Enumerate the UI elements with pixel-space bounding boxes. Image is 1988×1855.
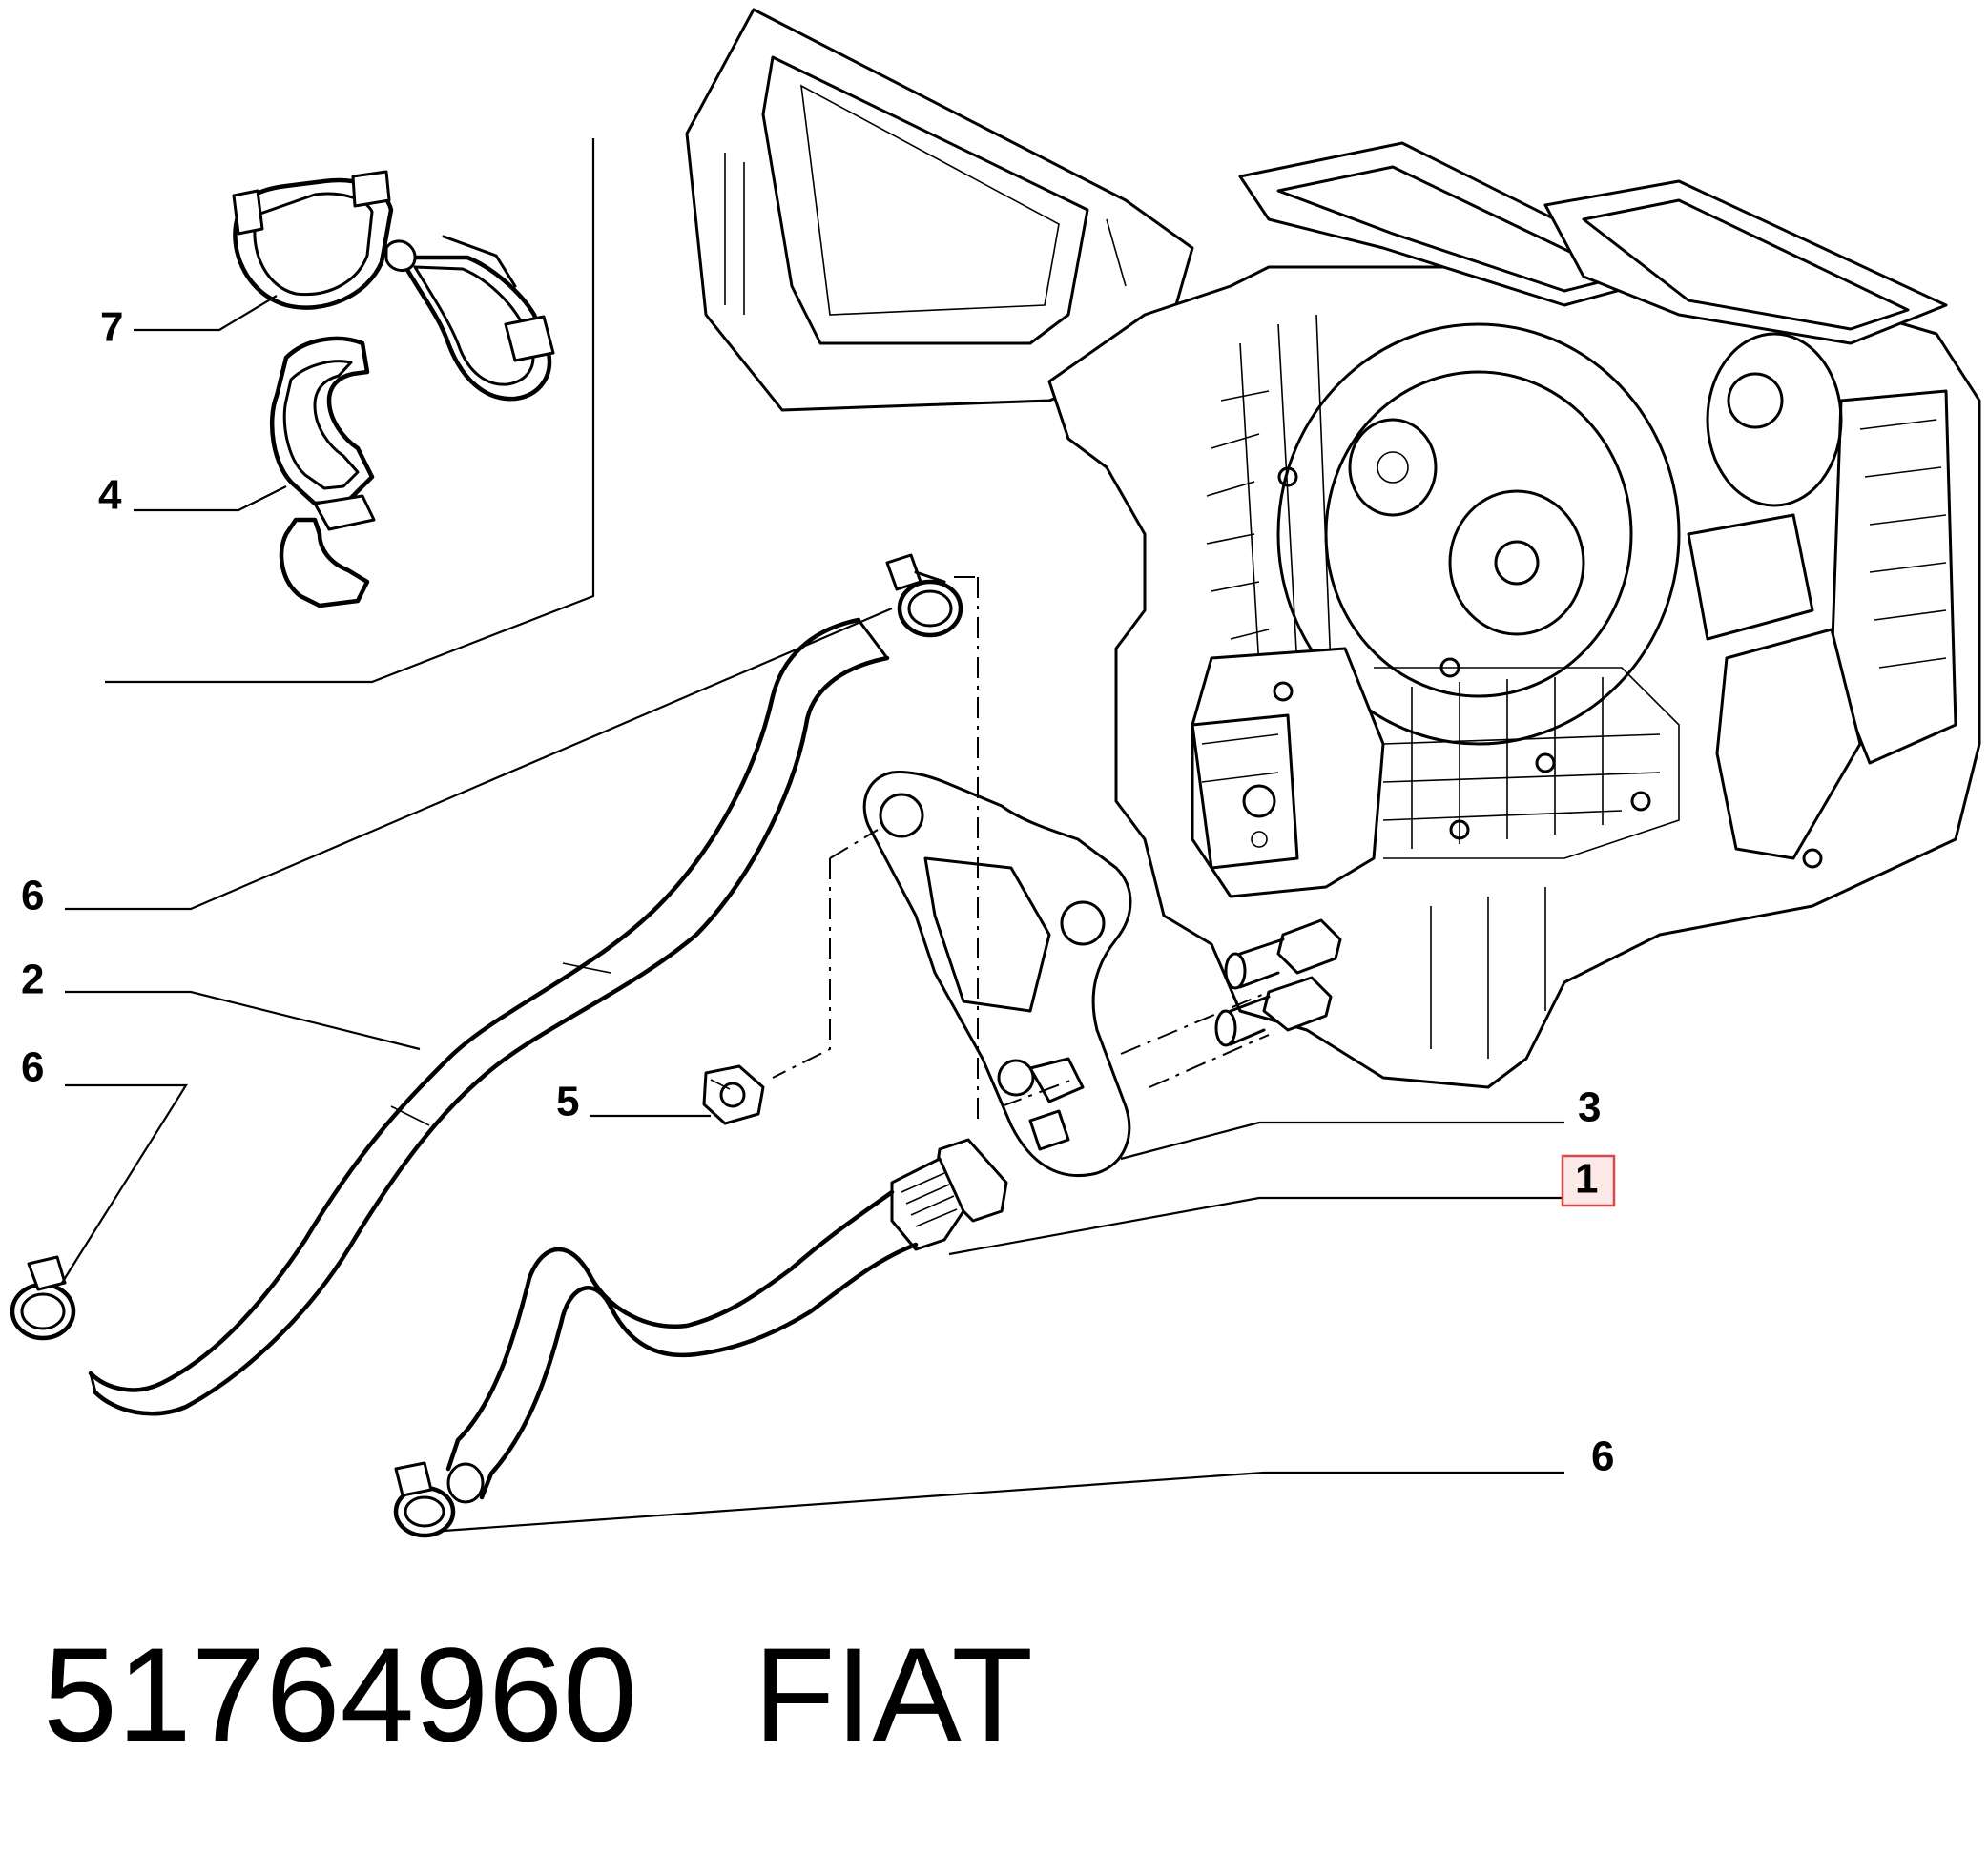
callout-1-highlight — [1561, 1154, 1616, 1207]
nut-5-icon — [702, 1064, 765, 1125]
callout-1[interactable]: 1 — [1575, 1156, 1598, 1203]
heater-unit-assembly — [685, 8, 1981, 1089]
detail-box-border — [105, 138, 595, 684]
brand-caption: FIAT — [754, 1619, 1033, 1769]
clamp-6-top-icon — [885, 553, 963, 638]
part-number-caption: 51764960 — [43, 1619, 637, 1769]
clip-4-icon — [270, 336, 376, 608]
assembly-guide-lines — [772, 576, 1270, 1121]
callout-leaders — [61, 295, 1564, 1533]
callout-3[interactable]: 3 — [1578, 1084, 1601, 1131]
clamp-6-bottom-icon — [393, 1461, 456, 1538]
callout-5[interactable]: 5 — [556, 1079, 579, 1125]
callout-6-bottom[interactable]: 6 — [1591, 1433, 1614, 1480]
hose-2-icon — [88, 617, 890, 1416]
callout-7[interactable]: 7 — [100, 304, 123, 351]
hose-1-icon — [445, 1138, 1008, 1504]
clamp-7-icon — [232, 170, 555, 402]
callout-4[interactable]: 4 — [98, 472, 122, 519]
clamp-6-left-icon — [10, 1255, 76, 1341]
callout-6-top[interactable]: 6 — [21, 873, 44, 919]
bracket-3-icon — [862, 771, 1132, 1178]
callout-2[interactable]: 2 — [21, 957, 44, 1003]
callout-6-left[interactable]: 6 — [21, 1044, 44, 1091]
